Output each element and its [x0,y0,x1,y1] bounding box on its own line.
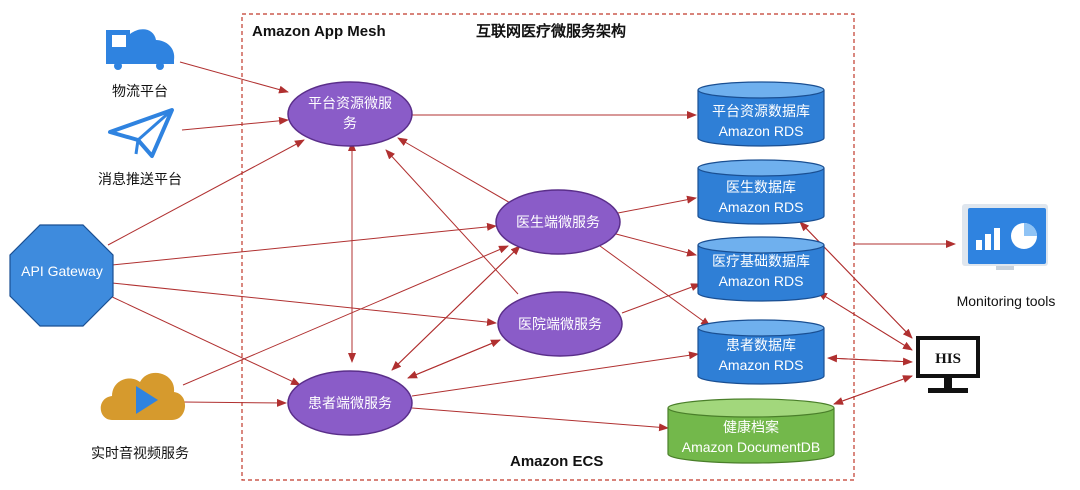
app-mesh-label: Amazon App Mesh [252,23,386,40]
his-monitor-icon [916,336,980,393]
arrow-patientdb-his [827,357,913,366]
arrow-av-patient [182,398,287,407]
db-health: 健康档案 Amazon DocumentDB [667,398,835,464]
db-health-type: Amazon DocumentDB [682,439,821,455]
db-platform: 平台资源数据库 Amazon RDS [697,81,825,147]
arrow-doctor-platform [397,137,513,205]
service-platform: 平台资源微服 务 [287,81,413,147]
arrow-push-platform [181,116,289,131]
arrow-doctor-doctordb [617,195,697,214]
arrow-patient-patientdb [411,351,699,397]
db-platform-name: 平台资源数据库 [712,103,810,119]
db-doctor-name: 医生数据库 [726,179,796,195]
service-doctor-label: 医生端微服务 [516,214,600,230]
arrow-patient-healthdb [411,407,669,432]
monitoring-dashboard-icon [962,204,1048,270]
db-doctor: 医生数据库 Amazon RDS [697,159,825,225]
arrow-doctor-medicaldb [615,233,697,257]
db-medical: 医疗基础数据库 Amazon RDS [697,236,825,302]
db-platform-type: Amazon RDS [719,123,804,139]
arrow-logistics-platform [179,61,289,94]
db-patient-name: 患者数据库 [726,337,796,353]
service-platform-line2: 务 [343,115,357,131]
arrow-patient-doctor-b [391,245,521,371]
push-label: 消息推送平台 [98,171,182,187]
service-doctor: 医生端微服务 [495,189,621,255]
truck-icon [106,29,175,70]
arrow-gateway-hospital [111,282,497,327]
arrow-patient-hospital-b [407,339,501,379]
db-patient: 患者数据库 Amazon RDS [697,319,825,385]
his-label: HIS [935,351,961,367]
arrow-gateway-doctor [111,222,497,266]
db-medical-name: 医疗基础数据库 [712,253,810,269]
diagram-title: 互联网医疗微服务架构 [476,22,626,40]
arrow-doctor-patientdb [599,245,711,327]
arrow-gateway-platform [107,139,305,246]
logistics-label: 物流平台 [112,83,168,99]
api-gateway: API Gateway [9,224,114,327]
service-hospital: 医院端微服务 [497,291,623,357]
arrow-hospital-platform [385,149,519,295]
db-patient-type: Amazon RDS [719,357,804,373]
monitoring-label: Monitoring tools [957,293,1056,309]
arrow-gateway-patient [107,294,301,386]
arrow-medicaldb-his [817,291,913,351]
ecs-label: Amazon ECS [510,453,603,470]
arrow-av-doctor [182,245,509,386]
av-label: 实时音视频服务 [91,445,189,461]
db-health-name: 健康档案 [723,419,779,435]
gateway-label: API Gateway [21,263,103,279]
service-patient-label: 患者端微服务 [308,395,392,411]
arrow-hospital-medicaldb [621,283,701,314]
arrow-healthdb-his [833,375,913,405]
paper-plane-icon [108,108,174,158]
octagon-icon [9,224,114,327]
db-doctor-type: Amazon RDS [719,199,804,215]
connections [107,61,956,432]
video-cloud-icon [100,372,186,420]
service-hospital-label: 医院端微服务 [518,316,602,332]
service-platform-line1: 平台资源微服 [308,95,392,111]
db-medical-type: Amazon RDS [719,273,804,289]
service-patient: 患者端微服务 [287,370,413,436]
